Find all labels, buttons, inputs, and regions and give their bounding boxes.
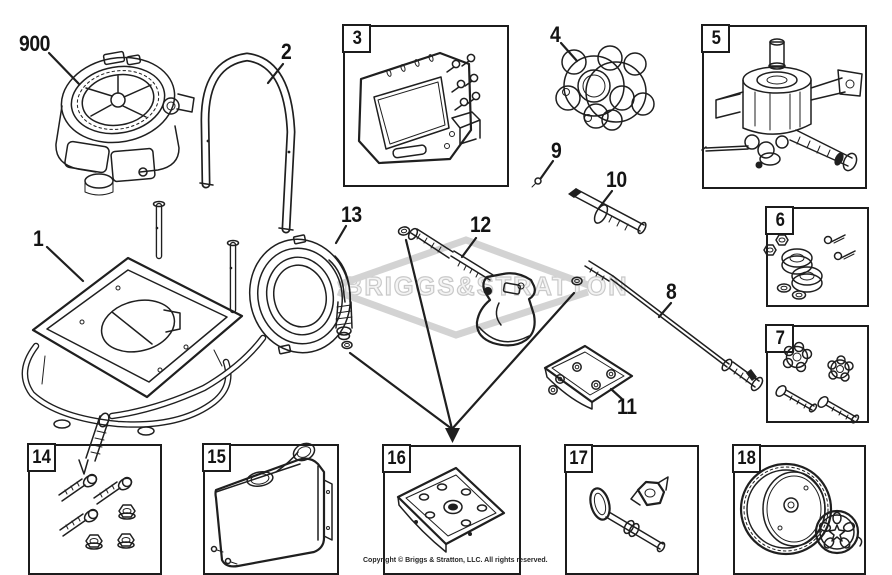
part-box-15[interactable]: 15	[202, 443, 339, 575]
kit-pointer-lines	[348, 238, 576, 443]
leader-lines	[45, 41, 673, 401]
nozzle-kit-drawing[interactable]	[543, 344, 634, 410]
callout-11[interactable]: 11	[617, 394, 637, 419]
hose-drawing[interactable]	[78, 230, 361, 475]
adapter-flange-drawing[interactable]	[555, 45, 655, 131]
part-box-3-number: 3	[342, 24, 372, 54]
spray-gun-drawing[interactable]	[397, 226, 536, 347]
wheel-drawing[interactable]	[739, 462, 863, 556]
part-box-3[interactable]: 3	[342, 24, 509, 187]
copyright-text: Copyright © Briggs & Stratton, LLC. All …	[363, 557, 548, 564]
part-box-5-number: 5	[701, 24, 731, 54]
tank-drawing[interactable]	[210, 440, 333, 568]
part-box-5[interactable]: 5	[701, 24, 867, 189]
part-box-16-number: 16	[382, 444, 412, 474]
callout-9[interactable]: 9	[551, 138, 562, 163]
part-box-17[interactable]: 17	[564, 444, 699, 575]
hook-pin-drawing[interactable]	[587, 476, 669, 553]
engine-drawing[interactable]	[55, 49, 195, 196]
knob-kit-drawing[interactable]	[774, 341, 860, 425]
pump-drawing[interactable]	[701, 38, 863, 173]
bolt-kit-drawing[interactable]	[58, 473, 136, 550]
callout-13[interactable]: 13	[341, 202, 362, 227]
callout-12[interactable]: 12	[470, 212, 491, 237]
callout-4[interactable]: 4	[550, 22, 561, 47]
part-box-14-number: 14	[27, 443, 57, 473]
stud-drawing[interactable]	[568, 188, 647, 235]
callout-8[interactable]: 8	[666, 279, 677, 304]
part-box-16[interactable]: 16	[382, 444, 521, 575]
callout-900[interactable]: 900	[19, 31, 50, 56]
callout-2[interactable]: 2	[281, 39, 292, 64]
spray-wand-drawing[interactable]	[571, 260, 765, 392]
roller-kit-drawing[interactable]	[763, 234, 856, 300]
callout-10[interactable]: 10	[606, 167, 627, 192]
part-box-6[interactable]: 6	[765, 206, 869, 307]
plate-kit-drawing[interactable]	[396, 466, 506, 553]
small-screw-drawing[interactable]	[531, 177, 542, 188]
part-box-18-number: 18	[732, 444, 762, 474]
frame-drawing[interactable]	[21, 200, 244, 436]
handle-drawing[interactable]	[199, 52, 296, 234]
part-box-18[interactable]: 18	[732, 444, 866, 575]
part-box-17-number: 17	[564, 444, 594, 474]
watermark-emblem	[336, 236, 590, 339]
part-box-15-number: 15	[202, 443, 232, 473]
callout-1[interactable]: 1	[33, 226, 44, 251]
control-panel-drawing[interactable]	[357, 51, 481, 165]
